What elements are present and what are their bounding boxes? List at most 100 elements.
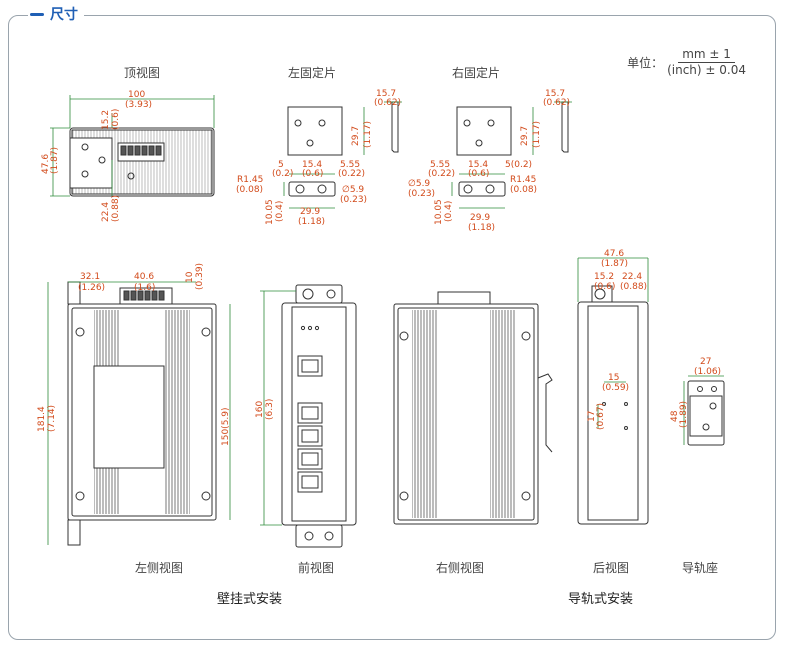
unit-prefix: 单位： — [627, 56, 664, 70]
dim-lb-10-05: 10.05 — [265, 199, 275, 225]
label-rear: 后视图 — [593, 560, 629, 575]
left-bracket-dim-lines — [283, 101, 402, 209]
dim-ls-40-6-in: (1.6) — [134, 283, 155, 293]
dim-top-width: 100 — [128, 90, 145, 100]
dim-top-22-4: 22.4 — [101, 202, 111, 222]
dim-lb-29-9-in: (1.18) — [298, 217, 325, 227]
label-left-side: 左侧视图 — [135, 560, 183, 575]
dim-lb-r: R1.45 — [237, 175, 263, 185]
rear-dim-lines — [577, 257, 649, 428]
dim-lb-29-7: 29.7 — [351, 126, 361, 146]
left-side-drawing — [67, 281, 217, 546]
dim-rm-48: 48 — [670, 410, 680, 422]
dim-rb-5-55-in: (0.22) — [428, 169, 455, 179]
dim-ls-32-1-in: (1.26) — [78, 283, 105, 293]
dim-lb-r-in: (0.08) — [236, 185, 263, 195]
dim-lb-5-55: 5.55 — [340, 160, 360, 170]
dim-ls-10-in: (0.39) — [195, 263, 205, 290]
top-view-drawing — [69, 127, 215, 197]
dim-rb-5-55: 5.55 — [430, 160, 450, 170]
label-wall-mount: 壁挂式安装 — [217, 592, 282, 607]
dim-lb-29-7-in: (1.17) — [363, 121, 373, 148]
dim-bk-15: 15 — [608, 373, 619, 383]
dim-rm-48-in: (1.89) — [679, 401, 689, 428]
front-drawing — [281, 284, 357, 548]
dim-rb-10-05: 10.05 — [434, 199, 444, 225]
dim-rb-r: R1.45 — [510, 175, 536, 185]
dim-top-width-in: (3.93) — [125, 100, 152, 110]
dim-rb-d: ∅5.9 — [408, 179, 430, 189]
dim-lb-5: 5 — [278, 160, 284, 170]
dim-rb-29-7-in: (1.17) — [532, 121, 542, 148]
dim-bk-15-2: 15.2 — [594, 272, 614, 282]
rear-drawing — [577, 285, 649, 525]
dim-bk-22-4: 22.4 — [622, 272, 642, 282]
dim-rm-27-in: (1.06) — [694, 367, 721, 377]
dim-ls-150: 150(5.9) — [221, 407, 231, 446]
dim-ls-32-1: 32.1 — [80, 272, 100, 282]
top-view-dim-lines — [50, 95, 215, 197]
right-side-drawing — [393, 291, 553, 525]
dim-rb-5: 5(0.2) — [505, 160, 532, 170]
dim-bk-17-in: (0.67) — [596, 403, 606, 430]
dim-lb-10-05-in: (0.4) — [275, 201, 285, 222]
right-bracket-dim-lines — [451, 101, 572, 209]
dim-top-15-2: 15.2 — [101, 110, 111, 130]
label-left-bracket: 左固定片 — [288, 65, 336, 80]
dim-top-22-4-in: (0.88) — [111, 195, 121, 222]
dim-rb-29-7: 29.7 — [520, 126, 530, 146]
dim-lb-d-in: (0.23) — [340, 195, 367, 205]
dim-ls-181-4: 181.4 — [37, 406, 47, 432]
dim-top-47-6: 47.6 — [41, 154, 51, 174]
front-dim-lines — [260, 290, 296, 526]
label-rail-mount: 导轨座 — [682, 560, 718, 575]
dim-rb-15-7-in: (0.62) — [543, 98, 570, 108]
unit-fraction: mm ± 1 (inch) ± 0.04 — [667, 47, 746, 78]
dim-ls-10: 10 — [185, 271, 195, 283]
dim-ls-40-6: 40.6 — [134, 272, 154, 282]
dim-bk-15-2-in: (0.6) — [594, 282, 615, 292]
dim-rm-27: 27 — [700, 357, 711, 367]
dim-lb-15-4: 15.4 — [302, 160, 322, 170]
rail-mount-drawing — [687, 380, 725, 446]
dim-rb-15-4-in: (0.6) — [468, 169, 489, 179]
dim-bk-47-6-in: (1.87) — [601, 259, 628, 269]
dim-rb-r-in: (0.08) — [510, 185, 537, 195]
label-right-side: 右侧视图 — [436, 560, 484, 575]
header-title: 尺寸 — [50, 7, 78, 23]
dim-lb-29-9: 29.9 — [300, 207, 320, 217]
dim-rb-29-9: 29.9 — [470, 213, 490, 223]
dim-fr-160: 160 — [255, 401, 265, 418]
dim-bk-22-4-in: (0.88) — [620, 282, 647, 292]
dim-lb-5-55-in: (0.22) — [338, 169, 365, 179]
unit-legend: 单位： mm ± 1 (inch) ± 0.04 — [627, 47, 746, 78]
rail-mount-dim-lines — [683, 375, 724, 445]
label-right-bracket: 右固定片 — [452, 65, 500, 80]
left-side-dim-lines — [47, 281, 231, 545]
dim-rb-15-4: 15.4 — [468, 160, 488, 170]
header-dash — [30, 12, 44, 16]
dim-rb-29-9-in: (1.18) — [468, 223, 495, 233]
label-din-mount: 导轨式安装 — [568, 592, 633, 607]
dim-fr-160-in: (6.3) — [265, 399, 275, 420]
unit-mm: mm ± 1 — [678, 47, 735, 63]
dim-ls-181-4-in: (7.14) — [47, 405, 57, 432]
dim-bk-47-6: 47.6 — [604, 249, 624, 259]
left-bracket-drawing — [287, 101, 399, 197]
unit-inch: (inch) ± 0.04 — [667, 63, 746, 77]
dim-bk-15-in: (0.59) — [602, 383, 629, 393]
label-top-view: 顶视图 — [124, 65, 160, 80]
label-front: 前视图 — [298, 560, 334, 575]
dim-lb-d: ∅5.9 — [342, 185, 364, 195]
dim-top-47-6-in: (1.87) — [50, 147, 60, 174]
dim-top-15-2-in: (0.6) — [111, 109, 121, 130]
dim-rb-10-05-in: (0.4) — [444, 201, 454, 222]
dim-lb-15-7: 15.7 — [376, 89, 396, 99]
dim-rb-15-7: 15.7 — [545, 89, 565, 99]
dim-lb-5-in: (0.2) — [272, 169, 293, 179]
dim-lb-15-7-in: (0.62) — [374, 98, 401, 108]
dimensions-panel — [8, 15, 776, 640]
section-header: 尺寸 — [28, 4, 84, 24]
dim-lb-15-4-in: (0.6) — [302, 169, 323, 179]
